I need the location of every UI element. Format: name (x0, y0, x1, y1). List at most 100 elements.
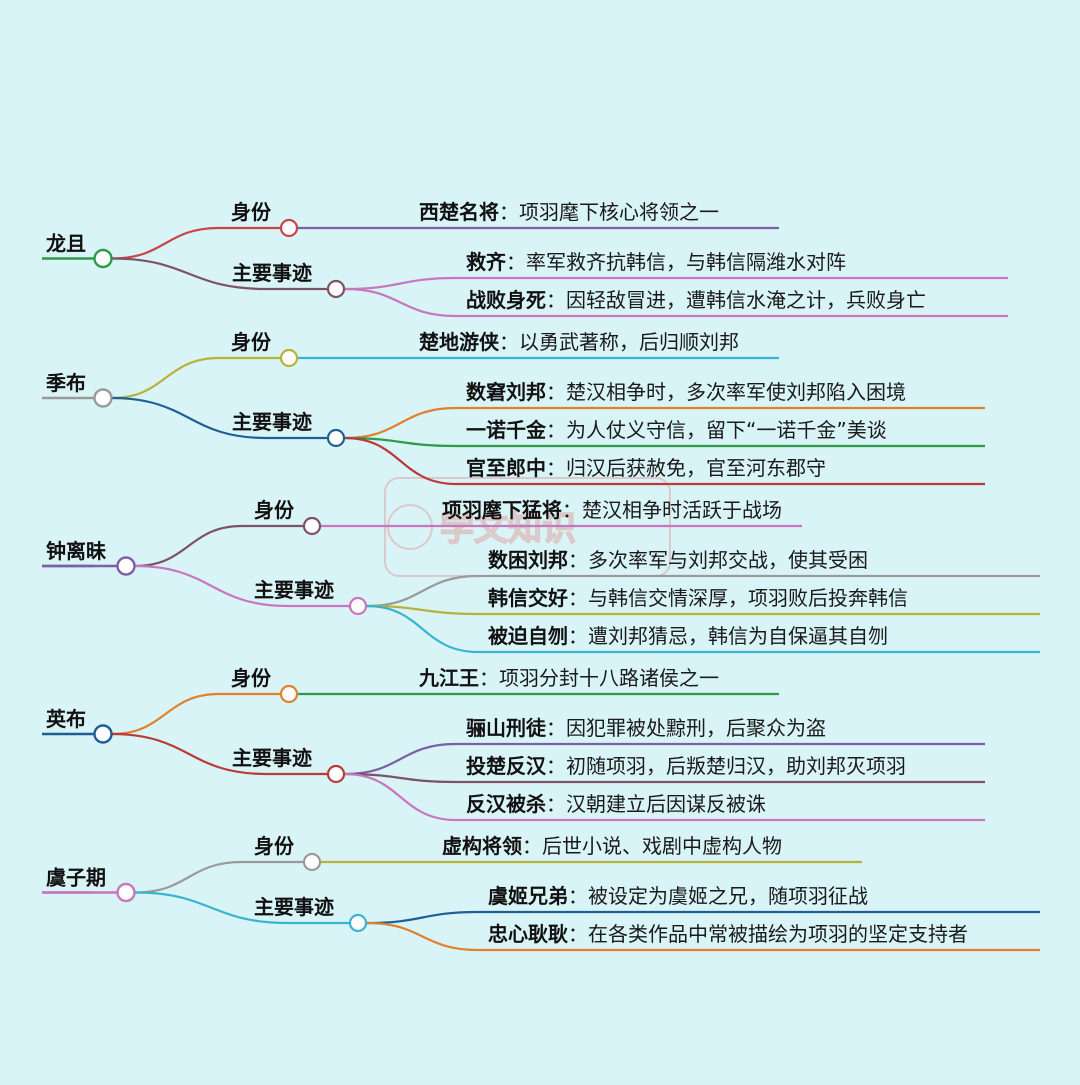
branch-connector (111, 396, 267, 440)
leaf-value: 项羽分封十八路诸侯之一 (499, 666, 719, 690)
branch-node (326, 764, 346, 784)
leaf-connector (344, 436, 457, 486)
leaf-connector (344, 772, 457, 784)
leaf-value: 率军救齐抗韩信，与韩信隔潍水对阵 (526, 250, 846, 274)
leaf-connector (344, 772, 457, 822)
leaf-entry: 数困刘邦：多次率军与刘邦交战，使其受困 (488, 548, 868, 572)
leaf-connector (366, 604, 479, 654)
branch-node (326, 279, 346, 299)
leaf-separator: ： (546, 716, 566, 740)
leaf-entry: 虚构将领：后世小说、戏剧中虚构人物 (442, 834, 782, 858)
leaf-entry: 韩信交好：与韩信交情深厚，项羽败后投奔韩信 (488, 586, 908, 610)
person-name: 季布 (45, 371, 86, 395)
leaf-value: 楚汉相争时活跃于战场 (582, 498, 782, 522)
branch-node (302, 516, 322, 536)
person-node (116, 556, 136, 576)
branch-connector (134, 860, 243, 894)
leaf-entry: 楚地游侠：以勇武著称，后归顺刘邦 (419, 330, 739, 354)
leaf-value: 因轻敌冒进，遭韩信水淹之计，兵败身亡 (566, 288, 926, 312)
leaf-entry: 忠心耿耿：在各类作品中常被描绘为项羽的坚定支持者 (488, 922, 968, 946)
leaf-key: 投楚反汉 (466, 754, 547, 778)
leaf-key: 忠心耿耿 (488, 922, 568, 946)
branch-node (326, 428, 346, 448)
leaf-separator: ： (562, 498, 582, 522)
leaf-separator: ： (546, 418, 566, 442)
leaf-entry: 救齐：率军救齐抗韩信，与韩信隔潍水对阵 (466, 250, 846, 274)
branch-connector (111, 732, 267, 776)
person-name: 英布 (46, 707, 86, 731)
branch-label: 身份 (254, 834, 295, 858)
leaf-value: 与韩信交情深厚，项羽败后投奔韩信 (588, 586, 908, 610)
leaf-value: 被设定为虞姬之兄，随项羽征战 (588, 884, 868, 908)
leaf-separator: ： (479, 666, 499, 690)
leaf-separator: ： (546, 380, 566, 404)
branch-connector (134, 524, 243, 568)
leaf-value: 以勇武著称，后归顺刘邦 (519, 330, 739, 354)
branch-label: 身份 (231, 330, 272, 354)
branch-label: 主要事迹 (254, 578, 334, 602)
leaf-entry: 西楚名将：项羽麾下核心将领之一 (419, 200, 719, 224)
leaf-separator: ： (546, 792, 566, 816)
leaf-separator: ： (499, 200, 519, 224)
branch-label: 主要事迹 (254, 895, 334, 919)
leaf-entry: 战败身死：因轻敌冒进，遭韩信水淹之计，兵败身亡 (466, 288, 926, 312)
leaf-key: 九江王 (418, 666, 479, 690)
branch-label: 身份 (231, 666, 272, 690)
person-name: 虞子期 (46, 866, 106, 890)
leaf-connector (344, 287, 457, 318)
leaf-entry: 反汉被杀：汉朝建立后因谋反被诛 (466, 792, 766, 816)
branch-label: 主要事迹 (232, 261, 312, 285)
branch-node (279, 684, 299, 704)
leaf-separator: ： (568, 922, 588, 946)
person-node (93, 724, 113, 744)
leaf-entry: 被迫自刎：遭刘邦猜忌，韩信为自保逼其自刎 (488, 624, 888, 648)
leaf-value: 在各类作品中常被描绘为项羽的坚定支持者 (588, 922, 968, 946)
branch-node (279, 348, 299, 368)
person-node (93, 248, 113, 269)
branch-connector (111, 226, 220, 260)
leaf-value: 汉朝建立后因谋反被诛 (566, 792, 766, 816)
leaf-separator: ： (522, 834, 542, 858)
leaf-key: 官至郎中 (466, 456, 546, 480)
person-node (116, 882, 136, 903)
leaf-key: 战败身死 (466, 288, 546, 312)
leaf-key: 虞姬兄弟 (488, 884, 568, 908)
leaf-key: 虚构将领 (442, 834, 522, 858)
leaf-entry: 九江王：项羽分封十八路诸侯之一 (418, 666, 719, 690)
node-layer (93, 218, 368, 933)
leaf-key: 西楚名将 (419, 200, 499, 224)
leaf-key: 韩信交好 (488, 586, 568, 610)
leaf-value: 遭刘邦猜忌，韩信为自保逼其自刎 (588, 624, 888, 648)
leaf-entry: 项羽麾下猛将：楚汉相争时活跃于战场 (442, 498, 782, 522)
leaf-value: 后世小说、戏剧中虚构人物 (542, 834, 782, 858)
leaf-value: 初随项羽，后叛楚归汉，助刘邦灭项羽 (566, 754, 906, 778)
leaf-key: 救齐 (466, 250, 507, 274)
person-node (93, 388, 113, 408)
leaf-separator: ： (546, 288, 566, 312)
branch-connector (134, 564, 289, 608)
leaf-separator: ： (499, 330, 519, 354)
label-layer: 龙且身份西楚名将：项羽麾下核心将领之一主要事迹救齐：率军救齐抗韩信，与韩信隔潍水… (45, 200, 968, 946)
leaf-connector (366, 910, 479, 925)
leaf-value: 因犯罪被处黥刑，后聚众为盗 (566, 716, 826, 740)
leaf-separator: ： (506, 250, 526, 274)
leaf-key: 一诺千金 (466, 418, 547, 442)
leaf-key: 骊山刑徒 (466, 716, 547, 740)
connector-layer (42, 226, 1040, 952)
branch-connector (111, 692, 220, 736)
leaf-connector (366, 574, 479, 608)
leaf-separator: ： (546, 456, 566, 480)
leaf-entry: 数窘刘邦：楚汉相争时，多次率军使刘邦陷入困境 (466, 380, 906, 404)
leaf-entry: 投楚反汉：初随项羽，后叛楚归汉，助刘邦灭项羽 (466, 754, 906, 778)
leaf-separator: ： (568, 624, 588, 648)
leaf-key: 反汉被杀 (466, 792, 546, 816)
leaf-value: 为人仗义守信，留下“一诺千金”美谈 (566, 418, 887, 442)
branch-connector (134, 891, 289, 925)
branch-label: 主要事迹 (232, 746, 312, 770)
branch-node (348, 596, 368, 616)
leaf-key: 项羽麾下猛将 (442, 498, 562, 522)
leaf-connector (344, 276, 457, 291)
leaf-key: 被迫自刎 (488, 624, 568, 648)
